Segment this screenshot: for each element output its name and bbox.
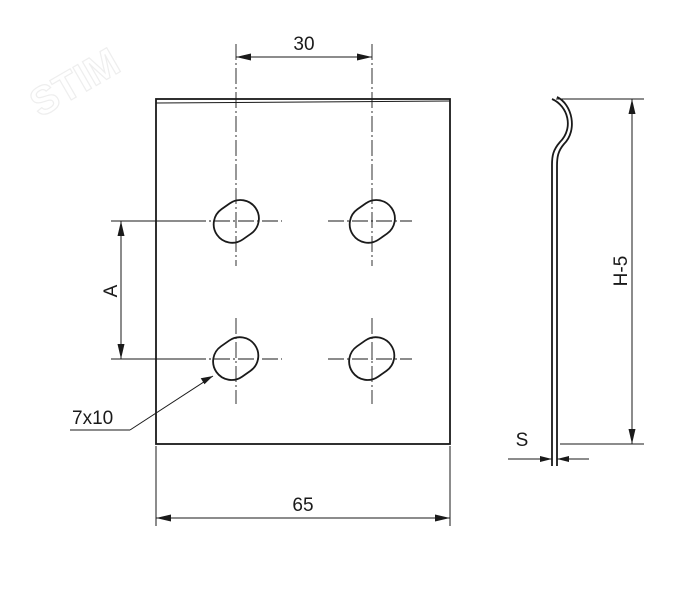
hole-size-label: 7x10 xyxy=(72,408,113,429)
plate-front-view xyxy=(155,98,451,445)
dimension-width: 65 xyxy=(155,446,451,526)
dim-vertical-spacing-label: A xyxy=(101,284,122,297)
dimension-vertical-spacing: A xyxy=(101,220,192,360)
plate-side-view xyxy=(551,96,573,466)
dimension-thickness: S xyxy=(508,430,589,462)
side-profile-inner xyxy=(556,96,573,466)
side-profile-outer xyxy=(551,98,569,466)
dim-thickness-label: S xyxy=(516,430,529,451)
plate-outline xyxy=(155,98,451,445)
watermark-text: STIM xyxy=(23,40,128,126)
slot-hole-bottom-right xyxy=(348,336,396,381)
dim-hole-spacing-label: 30 xyxy=(293,34,314,55)
watermark-logo: STIM xyxy=(22,39,128,126)
dimension-height: H-5 xyxy=(556,98,644,445)
hole-size-leader: 7x10 xyxy=(70,375,214,431)
dim-height-label: H-5 xyxy=(611,256,632,287)
slot-hole-top-left xyxy=(212,199,260,244)
dim-width-label: 65 xyxy=(292,495,313,516)
hole-center-lines xyxy=(190,44,412,404)
slot-hole-top-right xyxy=(348,199,396,244)
mounting-holes xyxy=(212,199,396,381)
plate-top-edge xyxy=(155,100,451,104)
dimension-hole-spacing: 30 xyxy=(236,34,372,61)
slot-hole-bottom-left xyxy=(212,336,260,381)
